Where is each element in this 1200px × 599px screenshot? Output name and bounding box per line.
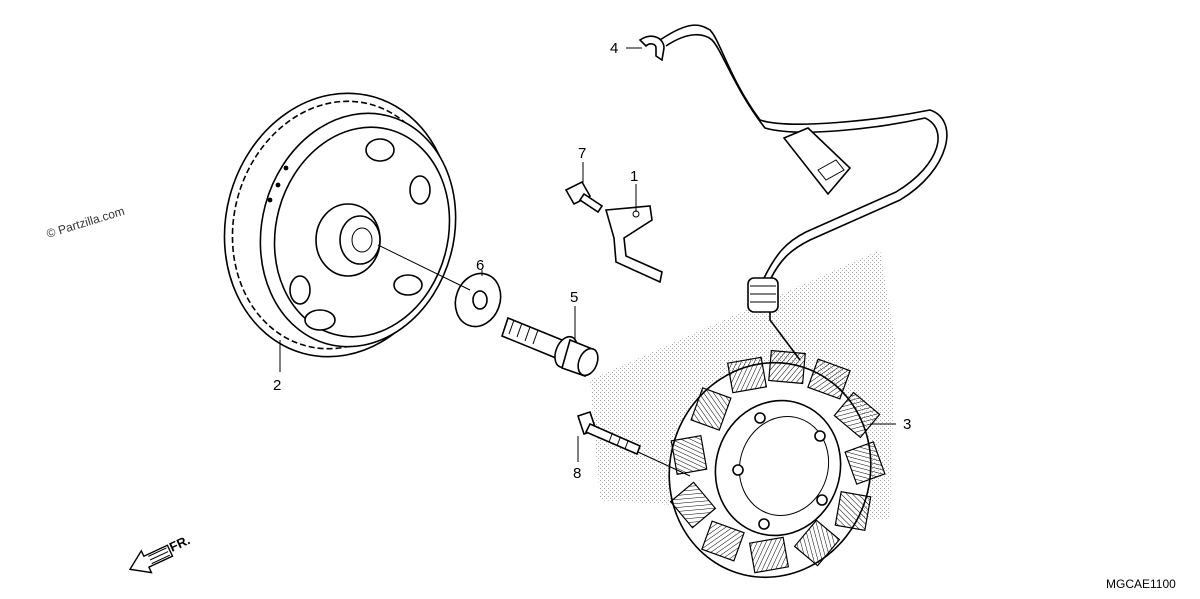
diagram-code: MGCAE1100 xyxy=(1106,577,1176,591)
leader-lines xyxy=(279,47,896,477)
stator-part xyxy=(590,24,948,579)
small-bolt-part xyxy=(564,180,604,214)
callout-3: 3 xyxy=(903,416,911,433)
front-direction-indicator: FR. xyxy=(128,532,192,574)
callout-8: 8 xyxy=(573,465,581,482)
washer-part xyxy=(454,272,502,328)
flange-bolt-part xyxy=(501,316,599,378)
arrow-left-icon xyxy=(128,544,174,574)
flywheel-part xyxy=(223,92,457,358)
callout-6: 6 xyxy=(476,257,484,274)
callout-5: 5 xyxy=(570,289,578,306)
callout-4: 4 xyxy=(610,40,618,57)
cable-clip-part xyxy=(638,35,665,62)
direction-label: FR. xyxy=(167,532,192,554)
bracket-part xyxy=(604,205,663,284)
callout-7: 7 xyxy=(578,145,586,162)
callout-1: 1 xyxy=(630,168,638,185)
watermark-text: © Partzilla.com xyxy=(45,204,126,241)
stator-bolt-part xyxy=(576,410,642,456)
callout-2: 2 xyxy=(273,377,281,394)
